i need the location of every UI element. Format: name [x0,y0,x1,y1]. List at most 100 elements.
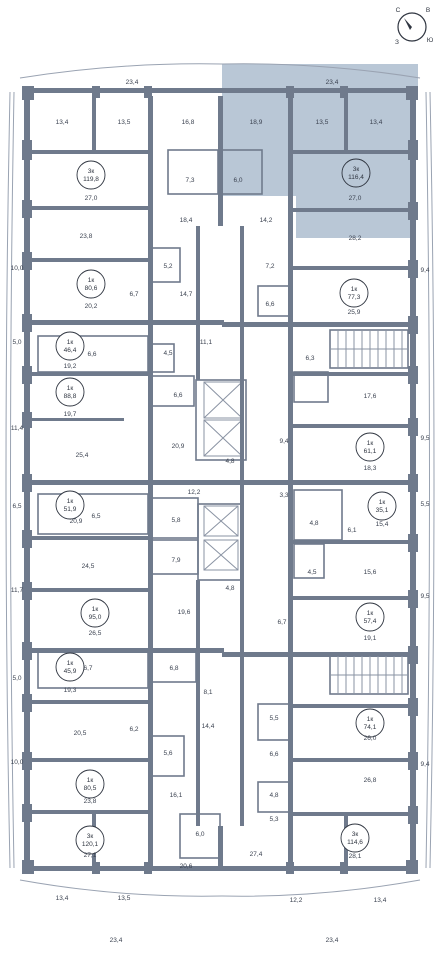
compass-east: В [426,7,430,14]
room-area-label: 6,8 [169,665,178,672]
apartment-circle [355,602,385,632]
room-area-label: 15,6 [364,569,377,576]
apartment-area: 77,3 [348,294,361,301]
apartment-area: 57,4 [364,618,377,625]
room-area-label: 6,7 [129,291,138,298]
room-area-label: 17,6 [364,393,377,400]
room-area-label: 11,1 [200,339,213,346]
room-area-label: 23,4 [126,79,139,86]
compass-west: З [395,39,399,46]
compass-arrow-icon [404,18,412,30]
elevator-3-icon [203,505,239,537]
room-area-label: 25,9 [348,309,361,316]
apartment-circle [55,490,85,520]
compass-ring [397,12,427,42]
room-area-label: 13,5 [118,119,131,126]
apartment-rooms: 3к [353,166,360,173]
room-area-label: 18,4 [180,217,193,224]
room-area-label: 7,2 [265,263,274,270]
apartment-area: 119,8 [83,176,99,183]
apartment-rooms: 1к [367,440,374,447]
room-area-label: 6,7 [83,665,92,672]
apartment-area: 120,1 [82,841,99,848]
room-area-label: 6,2 [129,726,138,733]
apartment-area: 80,6 [85,285,98,292]
apartment-circle [339,278,369,308]
apartment-circle [80,598,110,628]
room-area-label: 18,3 [364,465,377,472]
elevator-4-icon [203,539,239,571]
room-area-label: 28,1 [349,853,362,860]
apartment-rooms: 1к [88,277,95,284]
room-area-label: 5,8 [171,517,180,524]
apartment-circle [75,769,105,799]
room-area-label: 4,5 [163,350,172,357]
room-area-label: 6,5 [91,513,100,520]
room-area-label: 4,8 [225,458,234,465]
room-area-label: 27,0 [349,195,362,202]
apartment-rooms: 3к [87,833,94,840]
apartment-circle [55,377,85,407]
stairs [329,329,409,695]
apartment-rooms: 1к [67,385,74,392]
apartment-area: 88,8 [64,393,77,400]
apartment-circle [340,823,370,853]
apartment-area: 74,1 [364,724,377,731]
apartment-rooms: 1к [367,716,374,723]
room-area-label: 13,4 [56,895,69,902]
room-area-label: 28,2 [349,235,362,242]
room-area-label: 13,5 [316,119,329,126]
room-area-label: 6,0 [195,831,204,838]
room-area-label: 18,9 [250,119,263,126]
room-area-label: 19,7 [64,411,77,418]
room-area-label: 11,4 [11,425,24,432]
apartment-rooms: 3к [88,168,95,175]
apartment-rooms: 1к [67,498,74,505]
room-area-label: 5,2 [163,263,172,270]
apartment-rooms: 1к [87,777,94,784]
room-area-label: 14,2 [260,217,273,224]
room-area-label: 23,4 [326,79,339,86]
apartment-circle [55,331,85,361]
room-area-label: 4,8 [309,520,318,527]
room-area-label: 6,6 [269,751,278,758]
room-area-label: 23,4 [326,937,339,944]
room-area-label: 13,5 [118,895,131,902]
apartment-circle [367,491,397,521]
room-area-label: 20,9 [70,518,83,525]
room-area-label: 27,1 [84,852,97,859]
room-area-label: 20,9 [172,443,185,450]
apartment-area: 116,4 [348,174,364,181]
room-area-label: 4,5 [307,569,316,576]
room-area-label: 15,4 [376,521,389,528]
room-area-label: 6,1 [347,527,356,534]
room-area-label: 6,3 [305,355,314,362]
room-area-label: 27,0 [85,195,98,202]
apartment-rooms: 1к [351,286,358,293]
apartment-circle [355,708,385,738]
room-area-label: 20,6 [180,863,193,870]
room-area-label: 26,0 [364,735,377,742]
room-area-label: 9,5 [420,435,429,442]
room-area-label: 23,4 [110,937,123,944]
room-area-label: 12,2 [188,489,201,496]
